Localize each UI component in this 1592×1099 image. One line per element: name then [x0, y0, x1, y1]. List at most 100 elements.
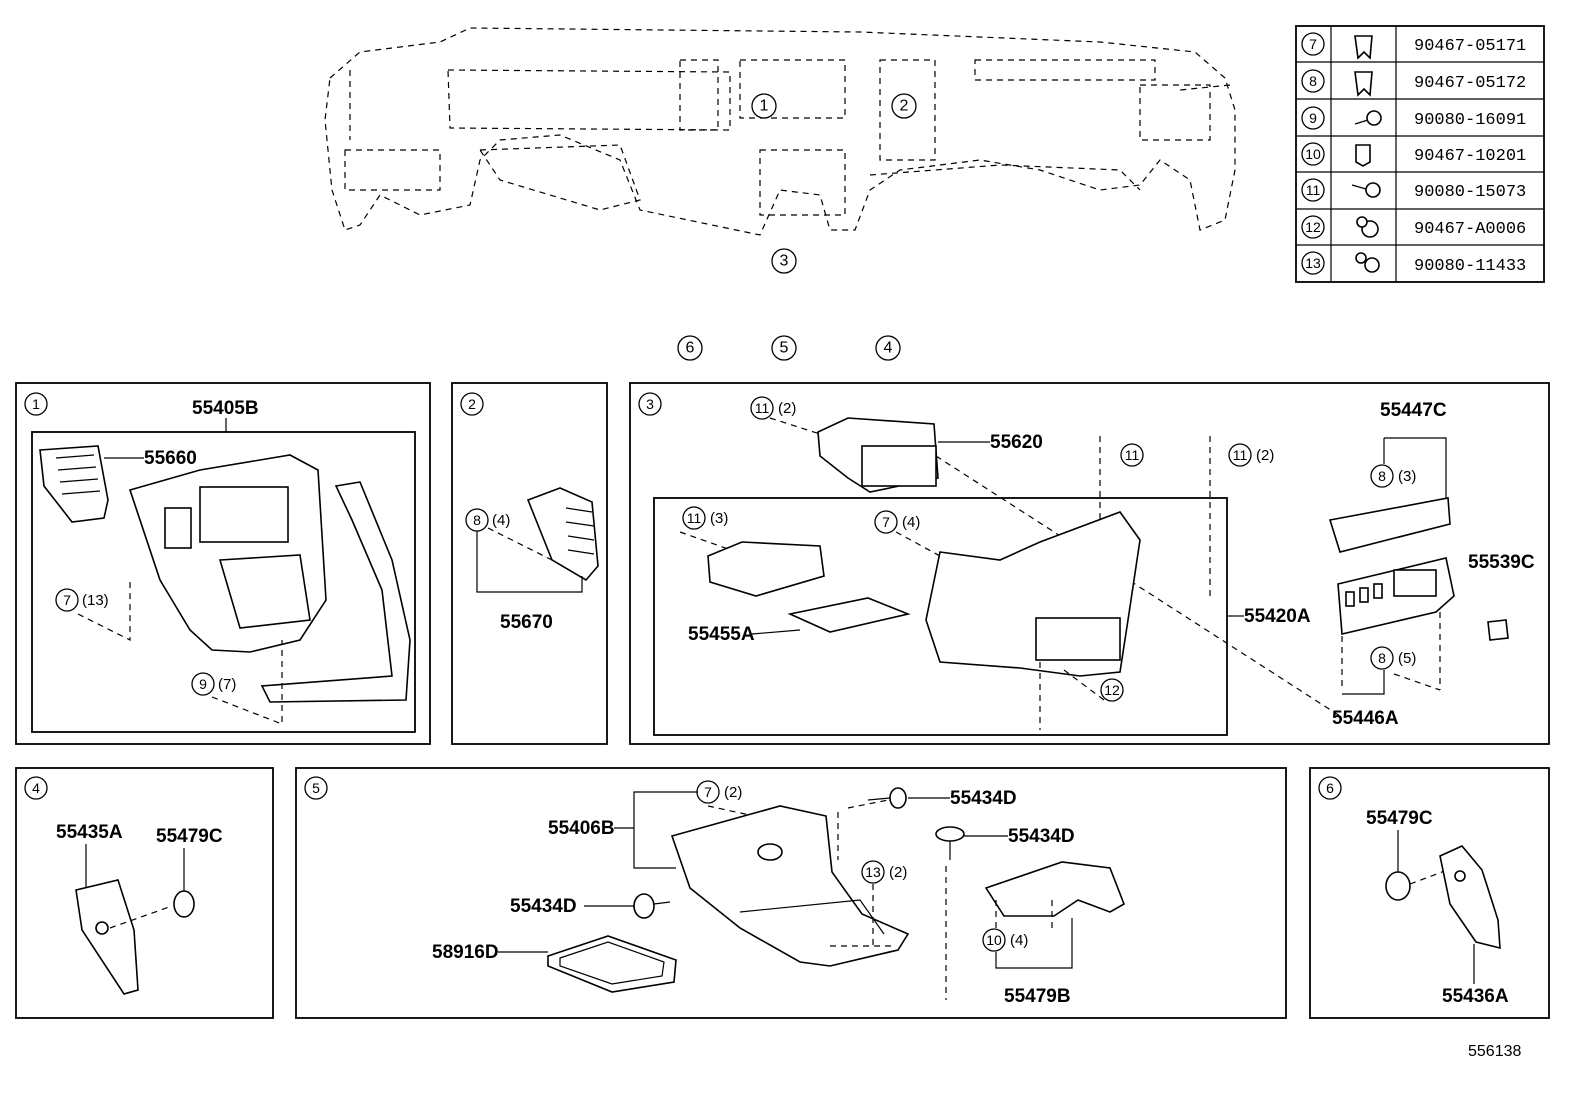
vent-55670 — [526, 487, 599, 582]
fastener-55434D-b — [935, 826, 965, 860]
svg-text:11: 11 — [1125, 447, 1140, 463]
svg-text:12: 12 — [1305, 219, 1321, 235]
part-55479B: 55479B — [1004, 986, 1071, 1007]
section-4: 4 55435A 55479C — [15, 767, 274, 1019]
bezel-trim — [260, 481, 411, 703]
svg-text:5: 5 — [312, 780, 320, 796]
dashboard-overview — [324, 27, 1236, 236]
bracket-55479B — [984, 861, 1125, 917]
callout-11-qty2-c: 11(2) — [1228, 443, 1274, 467]
section-1: 1 55405B 55660 7(13) 9(7) — [15, 382, 431, 745]
callout-8-qty3: 8(3) — [1370, 464, 1416, 488]
part-58916D: 58916D — [432, 942, 499, 963]
svg-text:1: 1 — [32, 396, 40, 412]
section-2: 2 8(4) 55670 — [451, 382, 608, 745]
cover-55435A — [75, 879, 139, 995]
svg-text:90467-05172: 90467-05172 — [1414, 74, 1526, 93]
fastener-row-7[interactable]: 7 90467-05171 — [1301, 32, 1526, 60]
section-index-6[interactable]: 6 — [677, 335, 703, 361]
section-index-4[interactable]: 4 — [875, 335, 901, 361]
svg-text:90080-16091: 90080-16091 — [1414, 111, 1526, 130]
fastener-row-11[interactable]: 11 90080-15073 — [1301, 178, 1526, 202]
svg-text:(2): (2) — [889, 864, 907, 881]
part-55420A: 55420A — [1244, 606, 1311, 627]
callout-10-qty4: 10 (4) — [982, 928, 1028, 952]
fastener-55434D-a — [867, 787, 907, 809]
svg-text:8: 8 — [1309, 73, 1317, 89]
svg-text:9: 9 — [1309, 110, 1317, 126]
section-1-badge: 1 — [24, 392, 48, 416]
center-panel — [128, 454, 327, 653]
part-55479C-s6: 55479C — [1366, 808, 1433, 829]
grommet-icon — [1356, 216, 1379, 238]
svg-text:11: 11 — [687, 510, 702, 526]
svg-text:(2): (2) — [778, 400, 796, 417]
callout-9-qty7: 9(7) — [191, 672, 236, 696]
callout-7-qty4: 7(4) — [874, 510, 920, 534]
mat-58916D — [547, 935, 677, 993]
svg-text:90467-A0006: 90467-A0006 — [1414, 220, 1526, 239]
svg-text:(5): (5) — [1398, 650, 1416, 667]
lower-panel-55406B — [670, 805, 910, 967]
callout-8-qty5: 8(5) — [1370, 646, 1416, 670]
callout-11-qty3-d: 11(3) — [682, 506, 728, 530]
svg-text:6: 6 — [686, 340, 695, 357]
part-55620: 55620 — [990, 432, 1043, 453]
svg-text:3: 3 — [780, 253, 789, 270]
part-55539C: 55539C — [1468, 552, 1535, 573]
clip-55479C — [173, 890, 195, 918]
svg-text:5: 5 — [780, 340, 789, 357]
diagram-code: 556138 — [1468, 1043, 1521, 1060]
part-55434D-b: 55434D — [1008, 826, 1075, 847]
cover-55436A — [1439, 845, 1501, 950]
section-index-5[interactable]: 5 — [771, 335, 797, 361]
overview-callout-1[interactable]: 1 — [751, 93, 777, 119]
part-55455A: 55455A — [688, 624, 755, 645]
svg-text:90467-05171: 90467-05171 — [1414, 37, 1526, 56]
svg-text:1: 1 — [760, 98, 769, 115]
svg-text:7: 7 — [704, 784, 712, 800]
fastener-row-8[interactable]: 8 90467-05172 — [1301, 69, 1526, 97]
pocket — [707, 541, 825, 597]
overview-callout-2[interactable]: 2 — [891, 93, 917, 119]
callout-7-qty13: 7 (13) — [55, 588, 109, 612]
screw-icon — [1354, 110, 1382, 126]
switch-55539C — [1487, 619, 1509, 641]
svg-text:11: 11 — [1306, 182, 1321, 198]
svg-text:90080-11433: 90080-11433 — [1414, 257, 1526, 276]
section-5-badge: 5 — [304, 776, 328, 800]
svg-text:(3): (3) — [1398, 468, 1416, 485]
clip-55479C-s6 — [1385, 871, 1411, 901]
callout-11-b: 11 — [1120, 443, 1144, 467]
section-3: 3 11(2) 55620 11 11(2) 11(3) 55455A 7(4)… — [629, 382, 1550, 745]
fastener-table — [1295, 25, 1545, 283]
svg-text:10: 10 — [986, 932, 1002, 948]
overview-callout-3[interactable]: 3 — [771, 248, 797, 274]
svg-text:90467-10201: 90467-10201 — [1414, 147, 1526, 166]
svg-text:7: 7 — [1309, 36, 1317, 52]
svg-text:11: 11 — [755, 400, 770, 416]
section-4-badge: 4 — [24, 776, 48, 800]
svg-text:13: 13 — [1305, 255, 1321, 271]
section-5: 5 7(2) 55406B 55434D 55434D 55434D 58916… — [295, 767, 1287, 1019]
bolt-icon — [1351, 182, 1381, 198]
svg-text:13: 13 — [865, 864, 881, 880]
callout-8-qty4: 8(4) — [465, 508, 510, 532]
fastener-row-9[interactable]: 9 90080-16091 — [1301, 106, 1526, 130]
svg-text:(2): (2) — [724, 784, 742, 801]
svg-text:10: 10 — [1305, 146, 1321, 162]
callout-7-qty2: 7 (2) — [696, 780, 742, 804]
svg-text:(13): (13) — [82, 592, 109, 609]
svg-text:7: 7 — [882, 514, 890, 530]
fastener-row-13[interactable]: 13 90080-11433 — [1301, 251, 1526, 276]
fastener-row-12[interactable]: 12 90467-A0006 — [1301, 215, 1526, 239]
clip-icon — [1354, 71, 1373, 97]
svg-text:(4): (4) — [1010, 932, 1028, 949]
svg-text:(7): (7) — [218, 676, 236, 693]
svg-text:2: 2 — [468, 396, 476, 412]
svg-text:90080-15073: 90080-15073 — [1414, 183, 1526, 202]
fastener-row-10[interactable]: 10 90467-10201 — [1301, 142, 1526, 167]
svg-text:7: 7 — [63, 592, 71, 608]
part-55479C: 55479C — [156, 826, 223, 847]
